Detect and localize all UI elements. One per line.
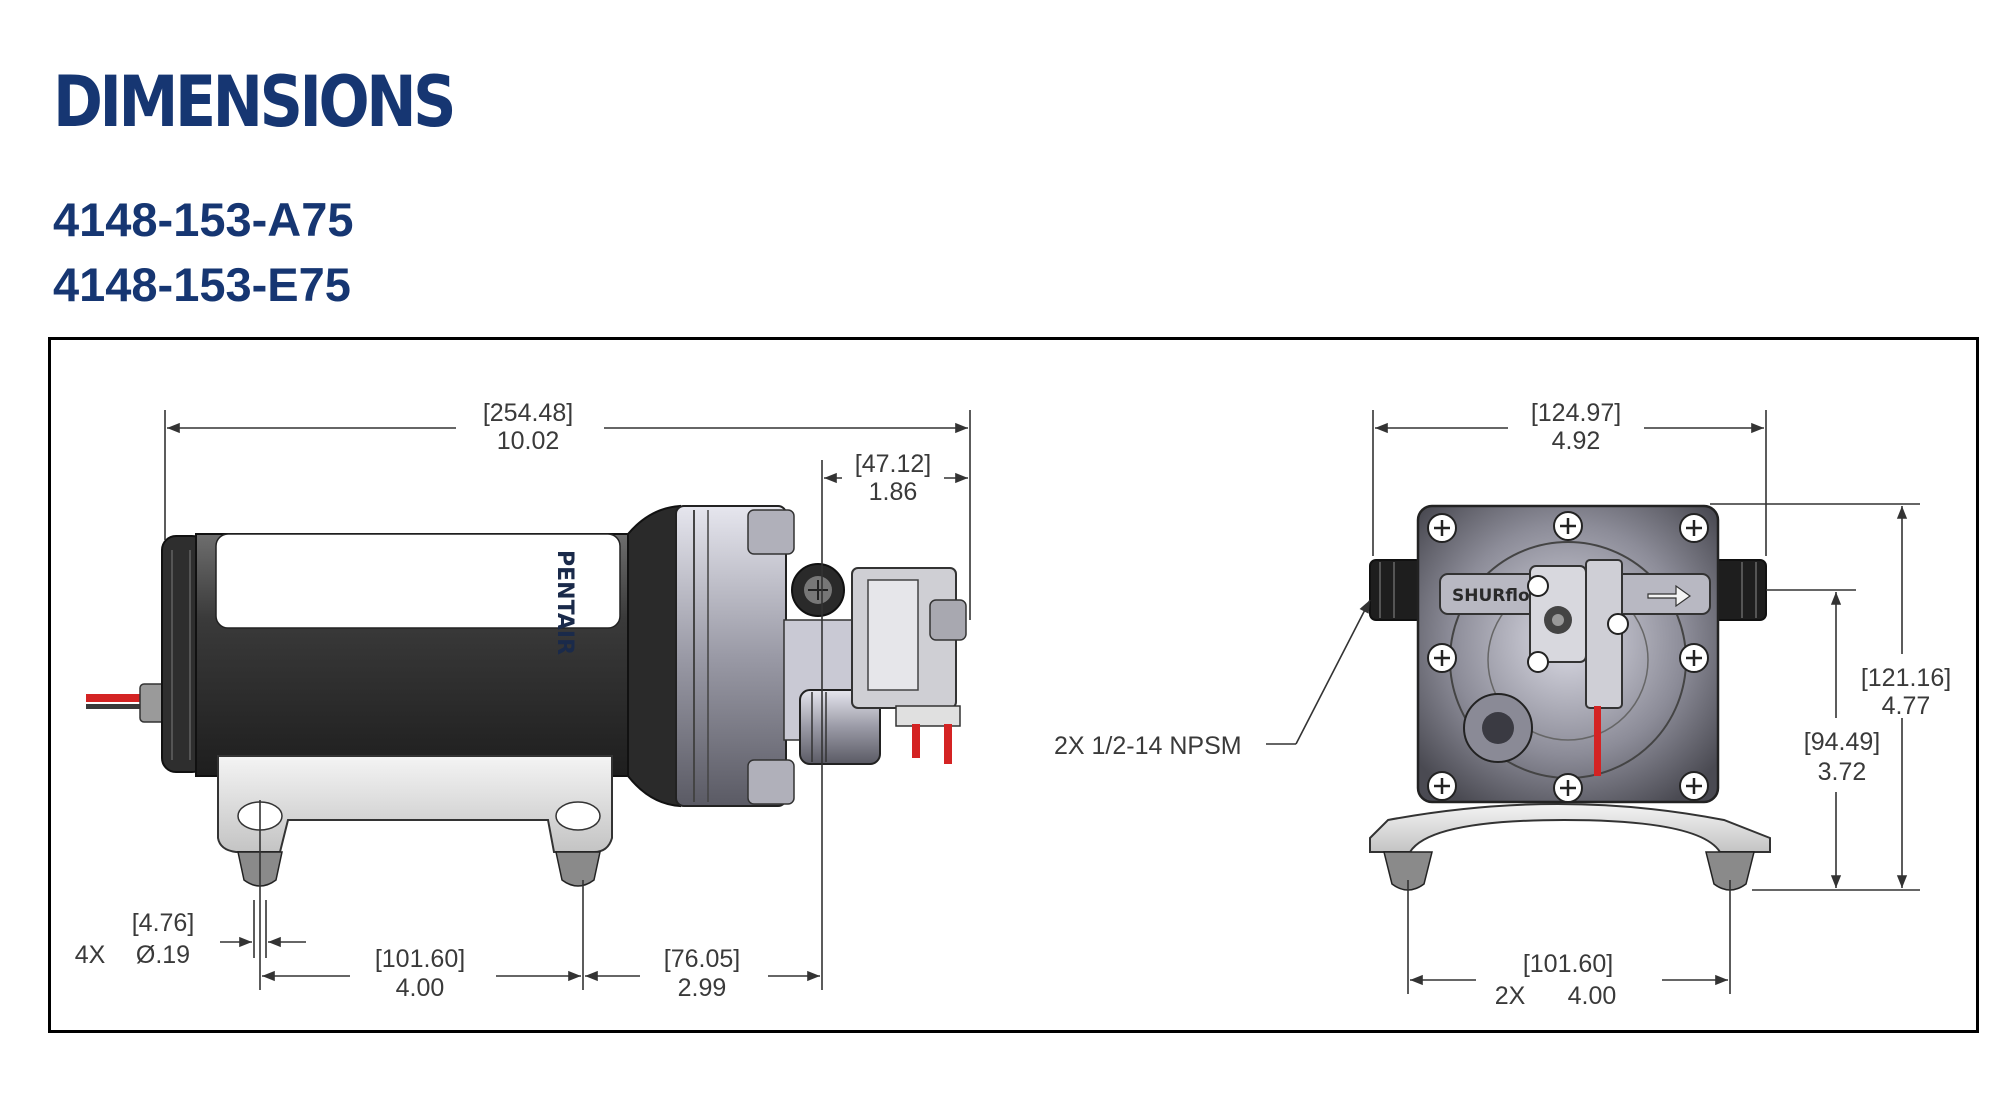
brand-mark: PENTAIR: [552, 550, 577, 655]
hole-diameter-mm: [4.76]: [132, 909, 195, 937]
width-mm: [124.97]: [1531, 399, 1621, 427]
overall-length-in: 10.02: [497, 427, 560, 455]
model-number-a75: 4148-153-A75: [53, 193, 354, 246]
foot-spacing-in-end: 4.00: [1568, 982, 1617, 1010]
overall-length-mm: [254.48]: [483, 399, 573, 427]
foot-spacing-in: 4.00: [396, 974, 445, 1002]
hole-count: 4X: [75, 941, 106, 969]
width-in: 4.92: [1552, 427, 1601, 455]
port-height-in: 3.72: [1818, 758, 1867, 786]
foot-spacing-mm-end: [101.60]: [1523, 950, 1613, 978]
height-in: 4.77: [1882, 692, 1931, 720]
end-view-labels: [124.97] 4.92 [121.16] 4.77 [94.49] 3.72…: [1054, 399, 1951, 1010]
model-number-e75: 4148-153-E75: [53, 258, 351, 311]
side-view-labels: [254.48] 10.02 [47.12] 1.86 [4.76] 4X Ø.…: [75, 399, 932, 1002]
drawing-frame: [48, 337, 1979, 1033]
label-mark: SHURflo: [1452, 586, 1530, 606]
pump-end-view: SHURflo: [1369, 504, 1771, 891]
hole-diameter-in: Ø.19: [136, 941, 190, 969]
pump-side-view: PENTAIR: [86, 504, 967, 887]
foot-spacing-count: 2X: [1495, 982, 1526, 1010]
head-offset-in: 1.86: [869, 478, 918, 506]
port-height-mm: [94.49]: [1804, 728, 1880, 756]
end-view-dimensions: [1266, 410, 1920, 994]
foot-to-port-mm: [76.05]: [664, 945, 740, 973]
side-view-dimensions: [164, 410, 971, 990]
head-offset-mm: [47.12]: [855, 450, 931, 478]
foot-to-port-in: 2.99: [678, 974, 727, 1002]
height-mm: [121.16]: [1861, 664, 1951, 692]
page-title: DIMENSIONS: [53, 61, 457, 143]
port-callout: 2X 1/2-14 NPSM: [1054, 732, 1242, 760]
foot-spacing-mm: [101.60]: [375, 945, 465, 973]
